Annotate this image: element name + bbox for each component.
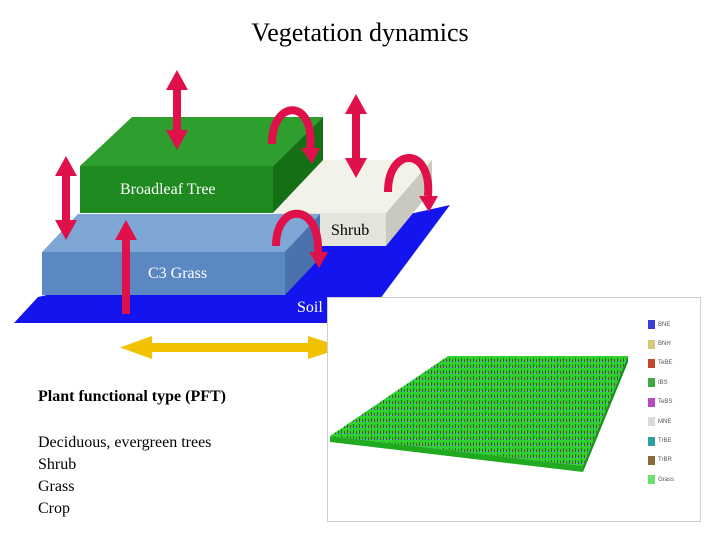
tree-block-top <box>80 117 323 166</box>
pft-heading: Plant functional type (PFT) <box>38 388 226 405</box>
list-item: Crop <box>38 500 70 517</box>
shrub-exchange-arrow <box>345 94 367 178</box>
shrub-label: Shrub <box>331 222 369 239</box>
list-item: Grass <box>38 478 75 495</box>
legend-item: TeBE <box>648 354 698 373</box>
vegetation-model-render <box>327 297 701 522</box>
soil-uptake-arrow <box>115 220 137 314</box>
grass-block-side <box>285 214 320 295</box>
grass-curve-arrow <box>272 209 323 253</box>
tree-curve-arrow <box>268 106 315 151</box>
legend-item: MNE <box>648 412 698 431</box>
legend-item: BNH <box>648 334 698 353</box>
tree-exchange-arrow <box>166 70 188 150</box>
legend-item: BNE <box>648 315 698 334</box>
grass-block-top <box>42 214 320 252</box>
list-item: Shrub <box>38 456 77 473</box>
shrub-curve-arrow <box>384 154 433 197</box>
legend-item: TrBE <box>648 431 698 450</box>
legend-item: IBS <box>648 373 698 392</box>
page-title: Vegetation dynamics <box>251 18 469 47</box>
broadleaf-tree-label: Broadleaf Tree <box>120 181 216 198</box>
legend-item: TeBS <box>648 393 698 412</box>
vegetation-plane <box>330 356 628 466</box>
legend-item: Grass <box>648 470 698 489</box>
grass-exchange-arrow <box>55 156 77 240</box>
shrub-block-side <box>386 160 432 246</box>
soil-label: Soil <box>297 299 323 316</box>
list-item: Deciduous, evergreen trees <box>38 434 212 451</box>
grass-block-front <box>42 252 285 295</box>
legend-item: TrBR <box>648 451 698 470</box>
pft-list: Deciduous, evergreen trees Shrub Grass C… <box>38 432 211 520</box>
tree-block-front <box>80 166 273 213</box>
horizontal-exchange-arrow <box>120 336 344 359</box>
pft-legend: BNE BNH TeBE IBS TeBS MNE TrBE TrBR Gras… <box>648 315 698 490</box>
grid-cell-render <box>330 356 628 472</box>
c3-grass-label: C3 Grass <box>148 265 207 282</box>
